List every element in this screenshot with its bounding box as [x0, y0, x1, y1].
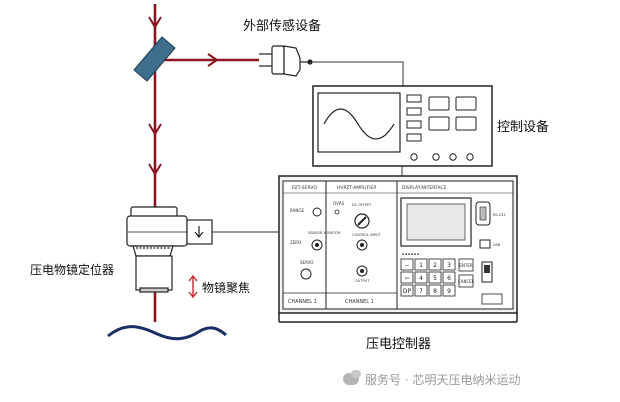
- keypad-key: [400, 284, 414, 297]
- servo-label: SERVO: [300, 260, 313, 265]
- watermark-text: 服务号 · 芯明天压电纳米运动: [365, 373, 521, 387]
- beam-splitter-mirror: [133, 36, 176, 82]
- keypad-key-label: −: [404, 262, 409, 269]
- keypad-key: [428, 271, 442, 284]
- enter-key: [458, 258, 474, 272]
- watermark: 服务号 · 芯明天压电纳米运动: [343, 370, 521, 388]
- range-label: RANGE: [290, 208, 304, 213]
- keypad-key-label: 5: [433, 275, 437, 282]
- oscilloscope: [312, 85, 493, 167]
- range-knob: [312, 207, 322, 217]
- sample-surface: [107, 325, 227, 341]
- lcd-screen: [406, 203, 466, 241]
- keypad-key: [400, 271, 414, 284]
- keypad-key: [442, 284, 456, 297]
- piezo-controller-label: 压电控制器: [366, 337, 432, 352]
- ovrs-label: OVRS: [333, 201, 345, 206]
- keypad-key-label: 3: [447, 262, 451, 269]
- keypad-key-label: 8: [433, 288, 437, 295]
- focus-arrow-icon: [188, 274, 198, 299]
- zero-label: ZERO: [290, 240, 301, 245]
- keypad-key: [442, 258, 456, 271]
- module3-title: DISPLAY/INTERFACE: [402, 185, 447, 191]
- rs232-label: RS-232: [493, 213, 506, 217]
- keypad-key: [400, 258, 414, 271]
- beam-arrows: [148, 16, 219, 176]
- control-device-label: 控制设备: [497, 120, 550, 135]
- cancel-key: [458, 274, 474, 288]
- keypad-key-label: 9: [447, 288, 451, 295]
- keypad-key: [428, 284, 442, 297]
- objective-focus-label: 物镜聚焦: [202, 281, 251, 295]
- keypad-key-label: ⇦: [404, 275, 409, 282]
- control-input-label: CONTROL INPUT: [352, 233, 382, 237]
- objective-positioner: [126, 206, 213, 293]
- usb-label: USB: [493, 243, 501, 247]
- channel2-label: CHANNEL 1: [345, 299, 374, 305]
- keypad-key: [414, 284, 428, 297]
- dc-offset-indicator: [357, 216, 367, 226]
- module1-title: PZT-SERVO: [292, 185, 317, 191]
- external-sensor-plug: [259, 45, 313, 77]
- keypad-key: [414, 271, 428, 284]
- module2-title: HVPZT-AMPLIFIER: [337, 185, 377, 191]
- keypad-key-label: 1: [419, 262, 423, 269]
- channel1-label: CHANNEL 1: [288, 299, 317, 305]
- positioner-label: 压电物镜定位器: [30, 263, 115, 277]
- keypad-key-label: 7: [419, 288, 423, 295]
- ovrs-led: [334, 209, 340, 215]
- keypad-key-label: 2: [433, 262, 437, 269]
- wechat-icon: [343, 370, 361, 385]
- sensor-monitor-pin: [315, 243, 319, 247]
- output-label: OUTPUT: [355, 279, 370, 283]
- brand-badge: [481, 293, 503, 305]
- keypad-key-label: 4: [419, 275, 423, 282]
- external-sensor-label: 外部传感设备: [243, 19, 322, 34]
- keypad: − 1 2 3 ⇦ 4 5 6DP 7 8 9: [400, 258, 456, 297]
- rs232-pins: [479, 206, 487, 221]
- enter-key-label: ENTER: [459, 263, 472, 268]
- keypad-key: [442, 271, 456, 284]
- cancel-key-label: CANCEL: [458, 279, 475, 284]
- sensor-monitor-label: SENSOR MONITOR: [308, 231, 341, 235]
- usb-port: [479, 239, 491, 249]
- keypad-key-label: 6: [447, 275, 451, 282]
- key-legend: ▪ ▪ ▪ ▪ ▪ ▪: [402, 252, 419, 256]
- servo-switch: [300, 268, 312, 280]
- output-pin: [360, 269, 364, 273]
- keypad-key: [428, 258, 442, 271]
- keypad-key-label: DP: [403, 288, 412, 295]
- keypad-key: [414, 258, 428, 271]
- control-input-pin: [360, 243, 364, 247]
- dc-offset-label: DC OFFSET: [352, 203, 372, 207]
- power-switch-toggle: [484, 265, 490, 273]
